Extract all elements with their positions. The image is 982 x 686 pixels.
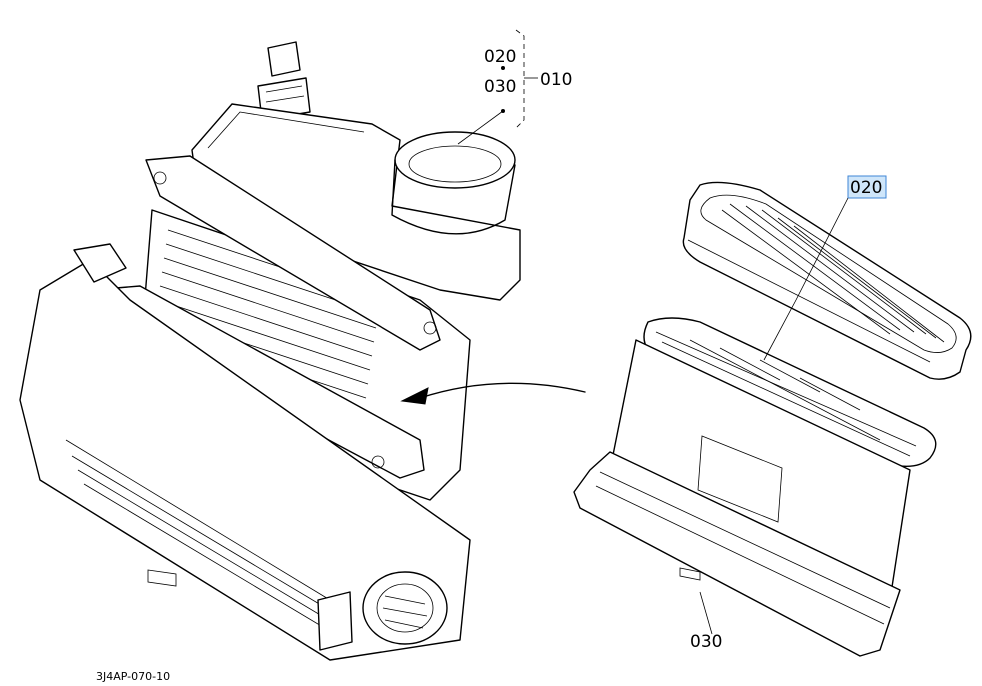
inner-filter-element[interactable] — [682, 181, 972, 380]
install-direction-arrow — [400, 382, 586, 405]
outer-filter-element[interactable] — [573, 317, 937, 657]
air-cleaner-housing[interactable] — [19, 41, 521, 661]
callout-highlight — [847, 175, 887, 199]
callout-010[interactable]: 010 — [540, 70, 572, 90]
leader-lines — [457, 110, 849, 635]
diagram-reference-code: 3J4AP-070-10 — [96, 670, 170, 683]
callout-020-top[interactable]: 020 — [484, 47, 516, 67]
callout-030-top[interactable]: 030 — [484, 77, 516, 97]
callout-030-bottom[interactable]: 030 — [690, 632, 722, 652]
callout-020-filter[interactable]: 020 — [850, 178, 882, 198]
